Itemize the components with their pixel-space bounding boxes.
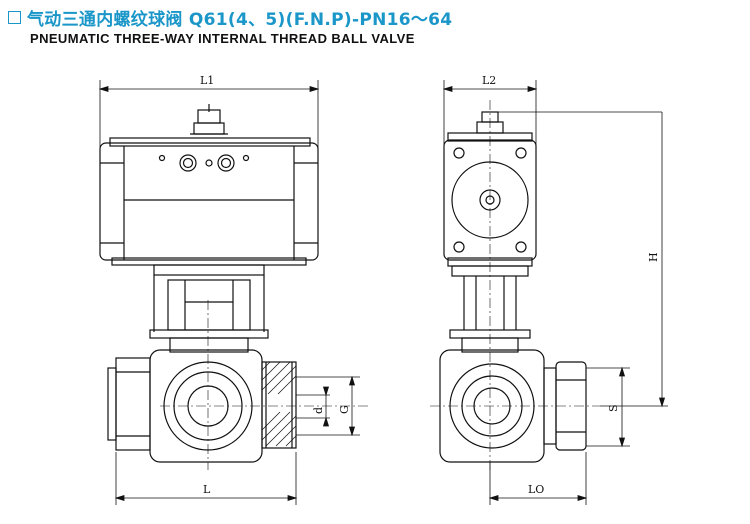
dim-h-label: H	[647, 252, 660, 262]
dim-l0	[488, 452, 588, 505]
dim-l0-label: LO	[528, 483, 544, 496]
center-lines	[160, 100, 600, 470]
dim-d-label: d	[312, 407, 325, 414]
page-title: 气动三通内螺纹球阀 Q61(4、5)(F.N.P)-PN16～64	[27, 9, 453, 30]
dim-d-g	[296, 375, 360, 437]
dim-l	[114, 452, 298, 505]
front-view: L1	[98, 74, 360, 505]
title-row: 气动三通内螺纹球阀 Q61(4、5)(F.N.P)-PN16～64	[8, 4, 452, 30]
dim-h	[600, 120, 668, 408]
pneumatic-actuator-front	[99, 137, 319, 266]
dim-l1	[98, 80, 320, 150]
dim-s	[586, 366, 630, 448]
dim-s-label: S	[607, 404, 620, 412]
thread-hatching	[261, 361, 297, 447]
actuator-stem	[190, 104, 228, 135]
square-outline-icon	[8, 10, 21, 24]
side-view: L2	[160, 74, 668, 505]
dim-l-label: L	[203, 483, 211, 496]
dim-l1-label: L1	[200, 74, 214, 87]
dim-g-label: G	[338, 405, 351, 414]
page-subtitle: PNEUMATIC THREE-WAY INTERNAL THREAD BALL…	[30, 31, 415, 46]
dim-l2	[442, 80, 663, 150]
dim-l2-label: L2	[482, 74, 496, 87]
mounting-bracket	[149, 264, 269, 353]
